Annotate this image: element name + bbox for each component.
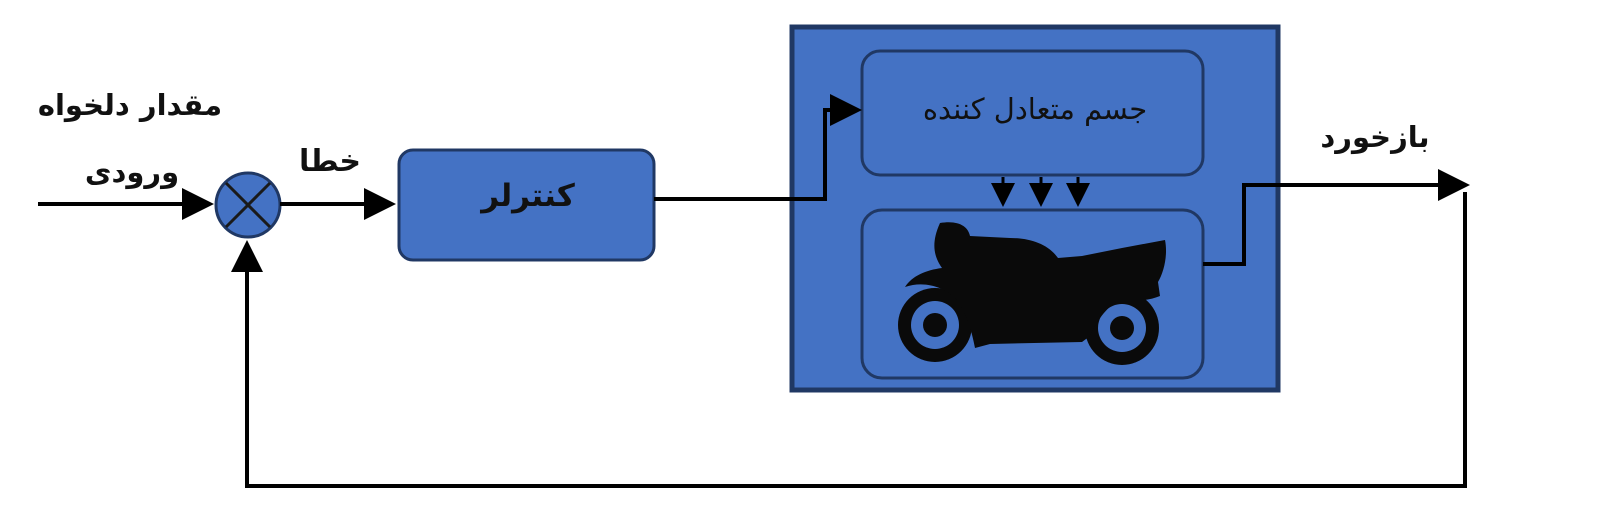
coupling-arrows [991,177,1090,207]
controller-label: کنترلر [481,178,575,214]
summing-junction-icon [214,171,282,239]
feedback-label: بازخورد [1320,120,1430,154]
motorcycle-icon [898,222,1167,365]
input-label: ورودی [84,155,180,189]
output-arrow [1203,169,1470,266]
feedback-arrow [231,192,1467,488]
error-label: خطا [298,144,362,179]
desired-value-label: مقدار دلخواه [37,88,223,122]
balancing-mass-block [860,49,1205,177]
balancing-mass-label: جسم متعادل کننده [922,92,1148,126]
controller-output-arrow [654,94,862,201]
controller-block [397,148,656,262]
